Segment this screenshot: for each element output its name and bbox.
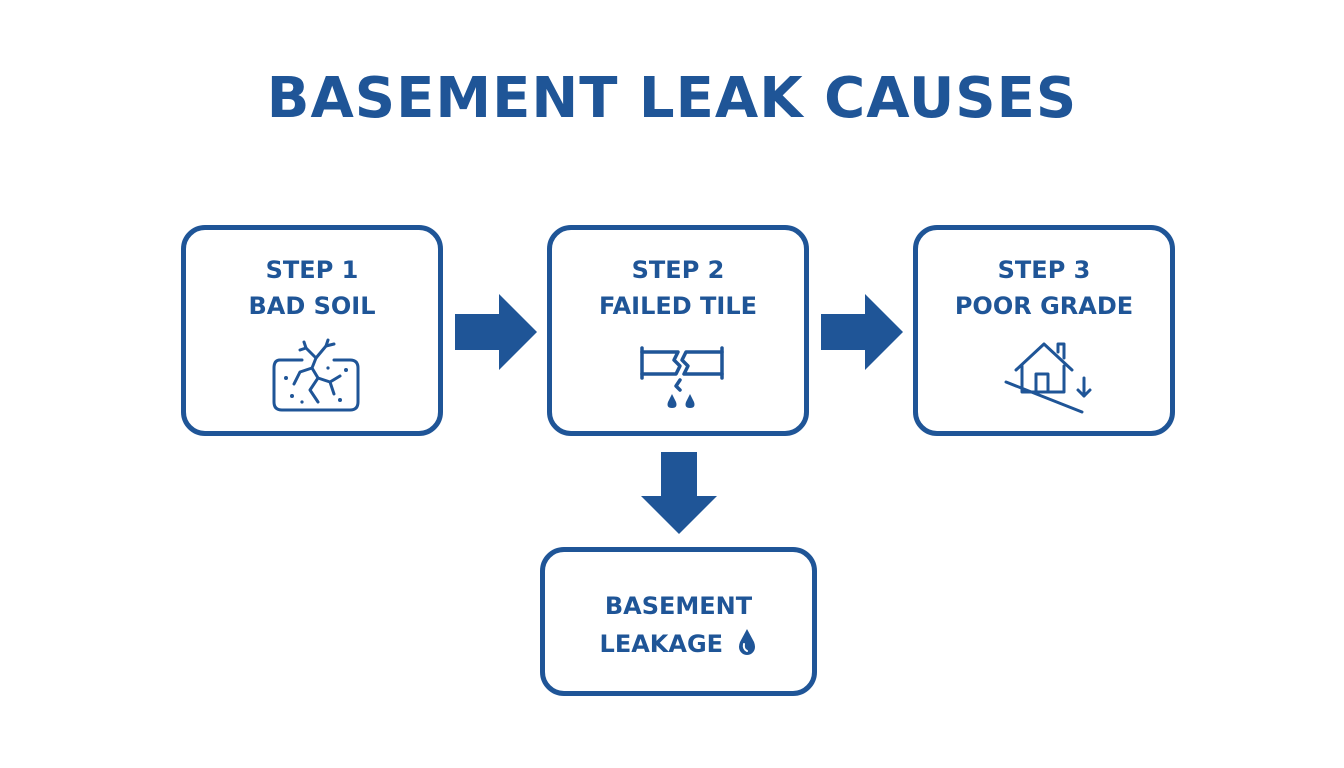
step-1-box: STEP 1 BAD SOIL <box>181 225 443 436</box>
arrow-step2-to-result <box>641 452 717 534</box>
step-3-label: POOR GRADE <box>954 292 1134 320</box>
result-box: BASEMENT LEAKAGE <box>540 547 817 696</box>
step-2-label: FAILED TILE <box>598 292 758 320</box>
arrow-step1-to-step2 <box>455 294 537 370</box>
water-drop-icon <box>739 629 756 655</box>
step-2-box: STEP 2 FAILED TILE <box>547 225 809 436</box>
arrow-step2-to-step3 <box>821 294 903 370</box>
broken-pipe-icon <box>640 346 724 408</box>
step-3-box: STEP 3 POOR GRADE <box>913 225 1175 436</box>
step-1-number: STEP 1 <box>265 256 359 284</box>
result-line-1: BASEMENT <box>604 592 753 620</box>
step-3-number: STEP 3 <box>997 256 1091 284</box>
diagram-title: BASEMENT LEAK CAUSES <box>266 66 1078 131</box>
step-2-number: STEP 2 <box>631 256 725 284</box>
result-line-2: LEAKAGE <box>545 628 812 658</box>
sloped-house-icon <box>1004 342 1092 414</box>
result-line-2-text: LEAKAGE <box>599 630 724 658</box>
step-1-label: BAD SOIL <box>248 292 376 320</box>
cracked-soil-icon <box>272 338 360 412</box>
